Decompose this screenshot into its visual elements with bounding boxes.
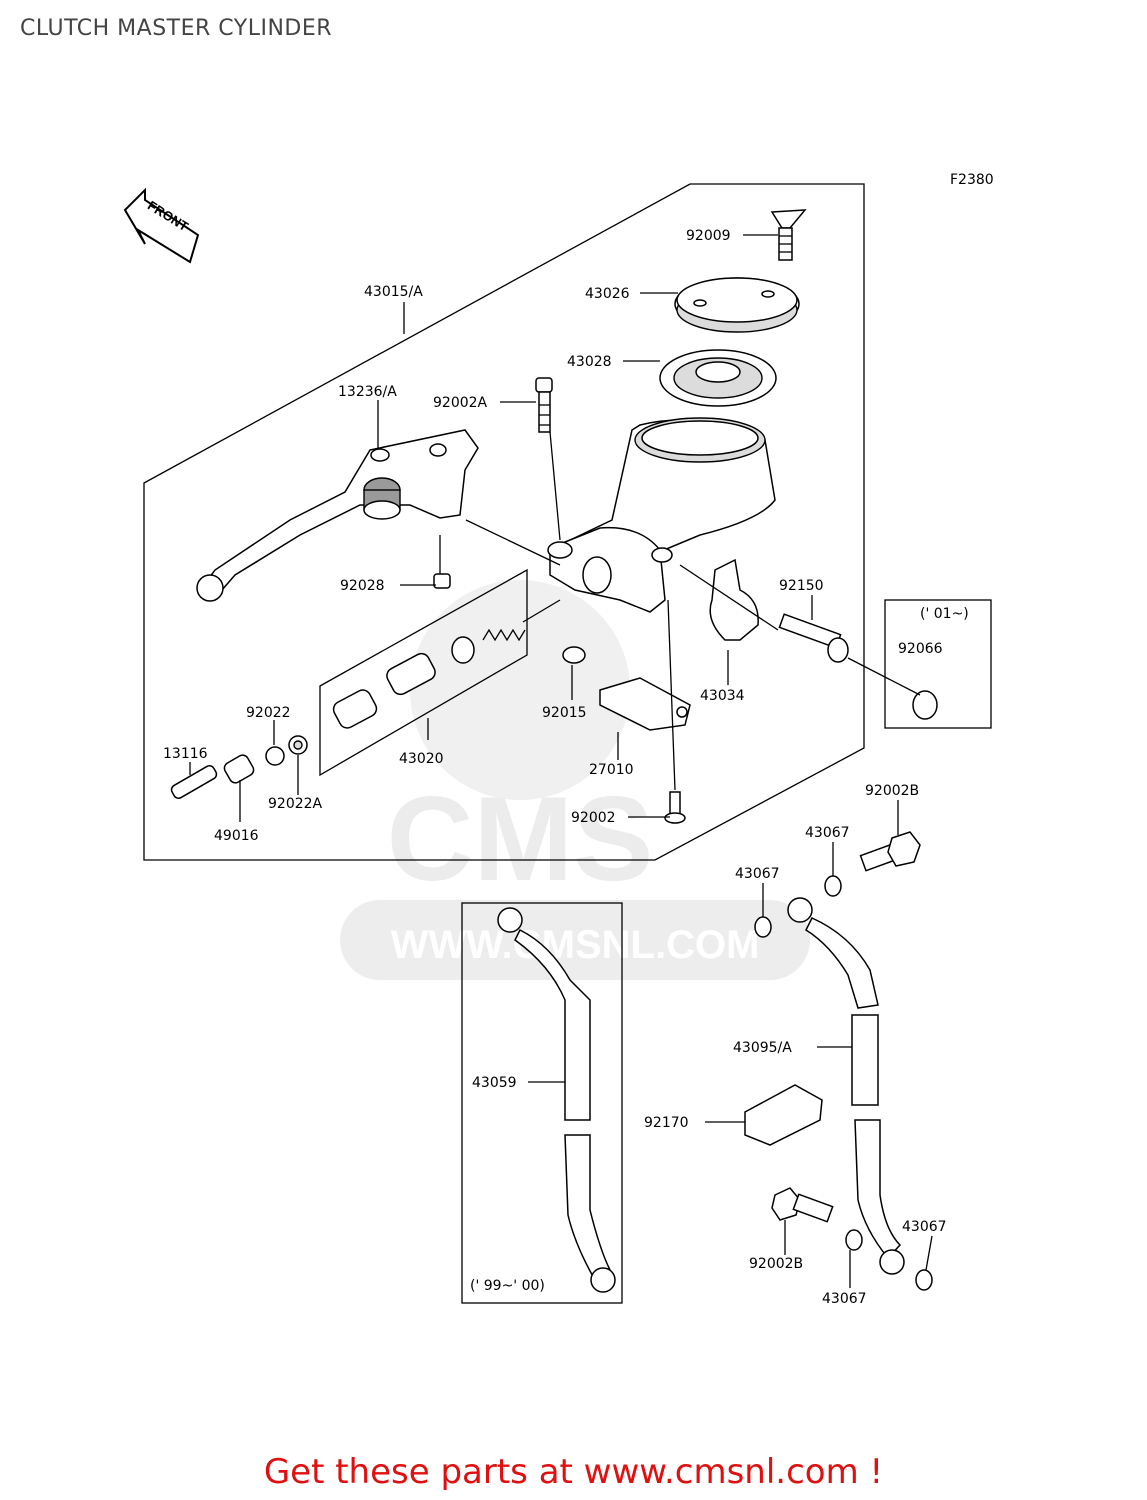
washer-43067-a (824, 875, 842, 897)
washer-43067-c (915, 1269, 933, 1291)
label-92022: 92022 (246, 705, 291, 721)
label-92015: 92015 (542, 705, 587, 721)
screw-92002A (535, 377, 553, 433)
label-43067-a: 43067 (805, 825, 850, 841)
clamp-43034 (709, 558, 759, 641)
clamp-92170 (744, 1084, 823, 1146)
label-43067-b: 43067 (735, 866, 780, 882)
banjo-bolt-92002B-bottom (771, 1187, 834, 1223)
label-43026: 43026 (585, 286, 630, 302)
screw-92009 (770, 209, 807, 261)
watermark-url: WWW.CMSNL.COM (391, 923, 760, 967)
parts-diagram: CMS WWW.CMSNL.COM F2380 FRONT (123, 172, 994, 1307)
lever-13236A (196, 429, 479, 602)
label-13236A: 13236/A (338, 384, 397, 400)
note-2001: (' 01~) (920, 606, 969, 622)
piston-kit-parts (332, 599, 561, 729)
label-49016: 49016 (214, 828, 259, 844)
screw-92002 (664, 791, 686, 824)
hose-box-99-00 (461, 902, 623, 1304)
bolt-92150 (778, 613, 849, 663)
label-92150: 92150 (779, 578, 824, 594)
front-arrow-icon: FRONT (123, 187, 200, 264)
label-43067-c: 43067 (902, 1219, 947, 1235)
watermark-brand: CMS (387, 772, 654, 906)
piston-kit-box (319, 568, 528, 777)
label-43059: 43059 (472, 1075, 517, 1091)
page-title: CLUTCH MASTER CYLINDER (20, 16, 333, 41)
option-box-2001 (884, 599, 992, 729)
label-92028: 92028 (340, 578, 385, 594)
nut-92015 (562, 646, 586, 664)
washer-43067-b (754, 916, 772, 938)
label-92009: 92009 (686, 228, 731, 244)
label-43028: 43028 (567, 354, 612, 370)
washer-43067-d (845, 1229, 863, 1251)
hose-43059 (497, 907, 616, 1293)
footer-promo-link[interactable]: Get these parts at www.cmsnl.com ! (263, 1452, 884, 1492)
label-43095A: 43095/A (733, 1040, 792, 1056)
bushing-92028 (433, 573, 451, 589)
label-92066: 92066 (898, 641, 943, 657)
label-43015A: 43015/A (364, 284, 423, 300)
label-92002B-top: 92002B (865, 783, 919, 799)
switch-27010 (599, 677, 691, 731)
label-43067-d: 43067 (822, 1291, 867, 1307)
watermark: CMS WWW.CMSNL.COM (340, 580, 810, 980)
label-92002B-bottom: 92002B (749, 1256, 803, 1272)
circlip-92022 (265, 735, 308, 766)
leader-lines (189, 234, 933, 1288)
label-43034: 43034 (700, 688, 745, 704)
master-cylinder-body (547, 417, 776, 613)
banjo-bolt-92002B-top (859, 831, 921, 872)
label-27010: 27010 (589, 762, 634, 778)
label-92002A: 92002A (433, 395, 488, 411)
label-13116: 13116 (163, 746, 208, 762)
label-43020: 43020 (399, 751, 444, 767)
label-92022A: 92022A (268, 796, 323, 812)
figure-code: F2380 (950, 172, 994, 188)
hose-43095A (787, 897, 905, 1275)
cap-92066 (912, 690, 938, 720)
pin-13116 (170, 754, 255, 799)
diaphragm-43028 (659, 349, 777, 407)
label-92002: 92002 (571, 810, 616, 826)
label-92170: 92170 (644, 1115, 689, 1131)
cap-43026 (674, 277, 800, 333)
note-99-00: (' 99~' 00) (470, 1278, 545, 1294)
assembly-outline (143, 183, 865, 861)
